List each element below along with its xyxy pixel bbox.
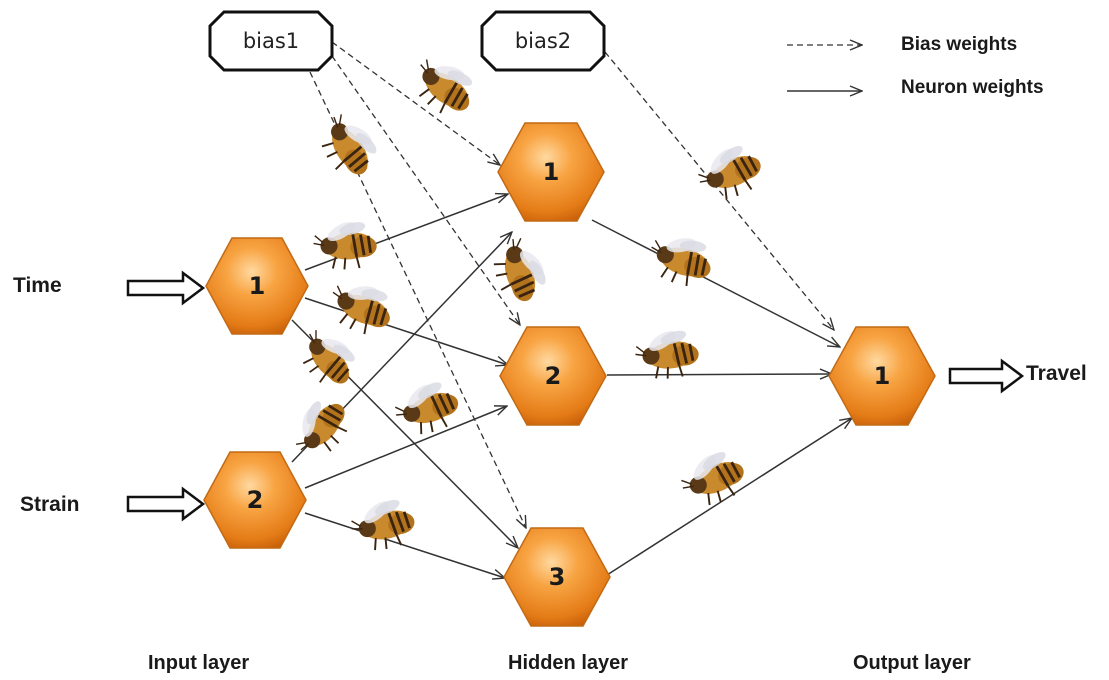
output-node-1 [828,326,936,426]
honeybee-icon [630,322,703,385]
honeybee-icon [402,45,487,126]
output-layer-nodes [828,326,936,426]
output-node-1-label: 1 [873,362,891,390]
bias2-box [480,10,606,72]
input-layer-nodes [203,237,309,549]
input-node-2-label: 2 [246,486,264,514]
travel-output-arrow-icon [948,358,1025,394]
travel-output-label: Travel [1026,362,1087,385]
strain-input-label: Strain [20,493,80,516]
edge-h2-out1 [606,374,832,375]
edge-h1-out1 [591,219,840,347]
hidden-layer-nodes [497,122,611,627]
hidden-node-2 [499,326,607,426]
strain-input-arrow-icon [126,486,206,522]
hidden-node-1 [497,122,605,222]
honeybee-icon [672,440,754,516]
hidden-node-2-label: 2 [544,362,562,390]
bias1-label: bias1 [242,29,300,53]
hidden-layer-label: Hidden layer [508,652,629,674]
time-input-label: Time [13,274,62,297]
hidden-node-3-label: 3 [548,563,566,591]
input-node-2 [203,451,307,549]
honeybee-icon [387,371,467,444]
edge-in2-h3 [304,512,505,578]
bias-weights [309,41,834,528]
edge-in2-h2 [304,406,507,489]
honeybee-icon [642,224,720,293]
bias2-label: bias2 [514,29,572,53]
honeybee-icon [309,103,390,187]
honeybee-icon [321,270,401,342]
legend-neuron-weights-label: Neuron weights [901,77,1044,98]
output-layer-label: Output layer [853,652,971,674]
input-layer-label: Input layer [148,652,250,674]
bias1-box [208,10,334,72]
edge-bias1-h1 [331,41,500,165]
edge-bias2-out1 [604,51,834,330]
edge-bias1-h2 [331,55,520,325]
hidden-node-3 [503,527,611,627]
edge-in1-h2 [304,297,508,365]
hidden-node-1-label: 1 [542,158,560,186]
honeybee-icon [689,134,771,210]
time-input-arrow-icon [126,270,206,306]
edge-h3-out1 [606,418,852,576]
honeybee-icon [282,387,359,467]
honeybee-icon [484,230,557,310]
input-node-1-label: 1 [248,272,266,300]
input-node-1 [205,237,309,335]
legend-bias-weights-label: Bias weights [901,34,1018,55]
